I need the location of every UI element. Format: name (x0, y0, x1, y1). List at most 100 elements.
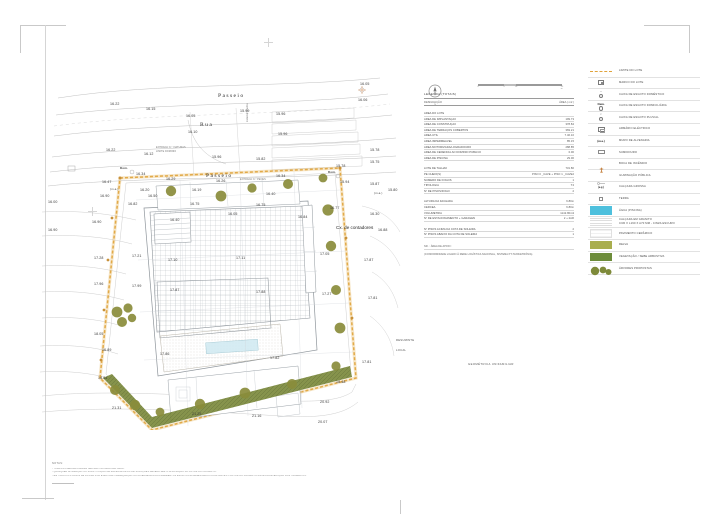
elevation-label: 15.96 (276, 112, 286, 116)
scale-tick-0: 0 (477, 86, 479, 89)
row-label: TIPOLOGIA (424, 184, 439, 188)
boundary-marker-icon (598, 80, 604, 86)
drawing-footer-title: GEOMÉTRICA UNIFAMILIAR (468, 362, 514, 366)
legend-symbol (588, 205, 614, 215)
drawing-notes: NOTAS: - TODAS AS MEDIDAS DEVEM SER RECT… (52, 462, 382, 484)
legend-item[interactable]: ARMÁRIO ELÉCTRICO (588, 124, 700, 136)
north-arrow-label: N (434, 104, 436, 106)
vegetation-swatch-icon (590, 252, 612, 262)
legend-item[interactable]: ÁGUA (PISCINA) (588, 205, 700, 217)
legend-item[interactable]: VEGETAÇÃO / SEBE ARBUSTIVA (588, 252, 700, 264)
elevation-label: 15.94 (340, 180, 350, 184)
note-line-0: - TODAS AS MEDIDAS DEVEM SER RECTIFICADA… (52, 467, 125, 470)
elevation-label: 16.77 (330, 206, 340, 210)
sewer-domestic-icon: o (598, 91, 604, 99)
elevation-label: 17.81 (368, 296, 378, 300)
legend-item[interactable]: ÁRVORES PROPOSTAS (588, 263, 700, 276)
notes-title: NOTAS: (52, 462, 64, 465)
table-row: PÉ CHEIO(S)PISO 0 _CAVE + PISO 1 _CAVE2 (424, 172, 574, 178)
note-line-2: - EM TODOS OS CASOS DE DÚVIDA POR EVENTU… (52, 474, 307, 477)
row-label: NÚMERO DE FOGOS (424, 178, 452, 182)
scale-bar: 0 5 10 25 m (477, 84, 564, 91)
legend-label: MARCO DO LOTE (619, 81, 644, 85)
elevation-label: 17.99 (132, 284, 142, 288)
elevation-label: 15.80 (388, 188, 398, 192)
crop-mark-top-left-h (20, 25, 66, 26)
legend-symbol (588, 171, 614, 185)
legend-item[interactable]: CALÇADA EM GRANITO CI30 X L190 X A70 MM … (588, 217, 700, 229)
legend-item[interactable]: (a.g.)CALÇADA GROSSA (588, 182, 700, 194)
crop-mark-top-right-h (644, 25, 690, 26)
legend-label: PAVIMENTO CERÂMICO (619, 231, 653, 235)
legend-item[interactable]: BOCA DE INCÊNDIO (588, 159, 700, 173)
legend-symbol: (m.a.) (588, 136, 614, 146)
elevation-label: 17.28 (94, 256, 104, 260)
street-note-3: ENTRADA N.º PEOES (240, 178, 266, 181)
legend-symbol (588, 124, 614, 134)
elevation-label: 16.90 (92, 220, 102, 224)
registration-mark-left-v (92, 207, 93, 216)
legend-label: ÁGUA (PISCINA) (619, 208, 642, 212)
elevation-label: 16.34 (136, 172, 146, 176)
row-label: Nº DE ESTACIONAMENTO + GARAGEM (424, 217, 476, 221)
legend-item[interactable]: LIMITE DO LOTE (588, 66, 700, 78)
elevation-label: 17.87 (364, 258, 374, 262)
elevation-label: 18.05 (94, 332, 104, 336)
scale-tick-1: 5 (503, 86, 505, 89)
field-local: LOCAL (396, 348, 407, 352)
frame-divider-vertical (45, 25, 46, 500)
legend-item[interactable]: ILUMINAÇÃO PÚBLICA (588, 170, 700, 185)
row-value: T4 (570, 184, 574, 188)
elevation-label: 16.40 (170, 218, 180, 222)
street-note-0: ENTRADA N.º VIATURAS (156, 146, 186, 149)
legend-label: LIMITE DO LOTE (619, 69, 643, 73)
row-value: 2 (572, 189, 574, 193)
elevation-label: 16.06 (358, 98, 368, 102)
field-responsavel: RESUMINTE (396, 338, 415, 342)
legend-table-columns: DESIGNAÇÃO ÁREA ( m2 ) (424, 99, 574, 106)
elevation-label: 16.34 (276, 174, 286, 178)
legend-symbol: Dom. (588, 101, 614, 111)
elevation-label: 16.90 (100, 194, 110, 198)
row-label: ÁREA DE CEDÊNCIA AO DOMÍNIO PÚBLICO (424, 151, 482, 155)
ceramic-pavement-swatch-icon (590, 229, 612, 238)
legend-item[interactable]: (m.a.)MURO DE ALVENARIA (588, 136, 700, 148)
elevation-label: 16.22 (106, 148, 116, 152)
elevation-label: 16.75 (256, 203, 266, 207)
row-label: ÁREA IMPERMEÁVEL (424, 139, 453, 143)
table-row: ÁREA DO LOTE (424, 111, 574, 117)
row-value: 7.46.10 (564, 134, 574, 138)
legend-item[interactable]: TERRA (588, 194, 700, 206)
scale-tick-3: 25 m (560, 86, 564, 91)
legend-symbol (588, 147, 614, 157)
row-value: 1142.80m3 (560, 211, 574, 215)
row-label: PÉ CHEIO(S) (424, 172, 441, 176)
granite-pavement-swatch-icon (590, 217, 612, 227)
elevation-label: 16.40 (266, 192, 276, 196)
legend-item[interactable]: SUMIDOURO (588, 147, 700, 159)
legend-label: CALÇADA EM GRANITO CI30 X L190 X A70 MM … (619, 218, 675, 226)
row-label: ÁREA DE TERRAÇOS COBERTOS (424, 128, 469, 132)
legend-symbol (588, 66, 614, 76)
row-value: 288.85 (565, 145, 574, 149)
elevation-label: 16.20 (140, 188, 150, 192)
legend-item[interactable]: MARCO DO LOTE (588, 78, 700, 90)
elevation-label: 16.82 (128, 202, 138, 206)
legend-item[interactable]: Dom.CAIXA DE ESGOTO DOMICILIÁRIA (588, 101, 700, 113)
legend-item[interactable]: PAVIMENTO CERÂMICO (588, 228, 700, 240)
grass-swatch-icon (590, 240, 612, 250)
site-plan-drawing[interactable]: Passeio Rua Passeio Cx. de contadores EN… (40, 60, 410, 430)
legend-symbol (588, 229, 614, 239)
elevation-label: 16.75 (190, 202, 200, 206)
legend-item[interactable]: RELVA (588, 240, 700, 252)
